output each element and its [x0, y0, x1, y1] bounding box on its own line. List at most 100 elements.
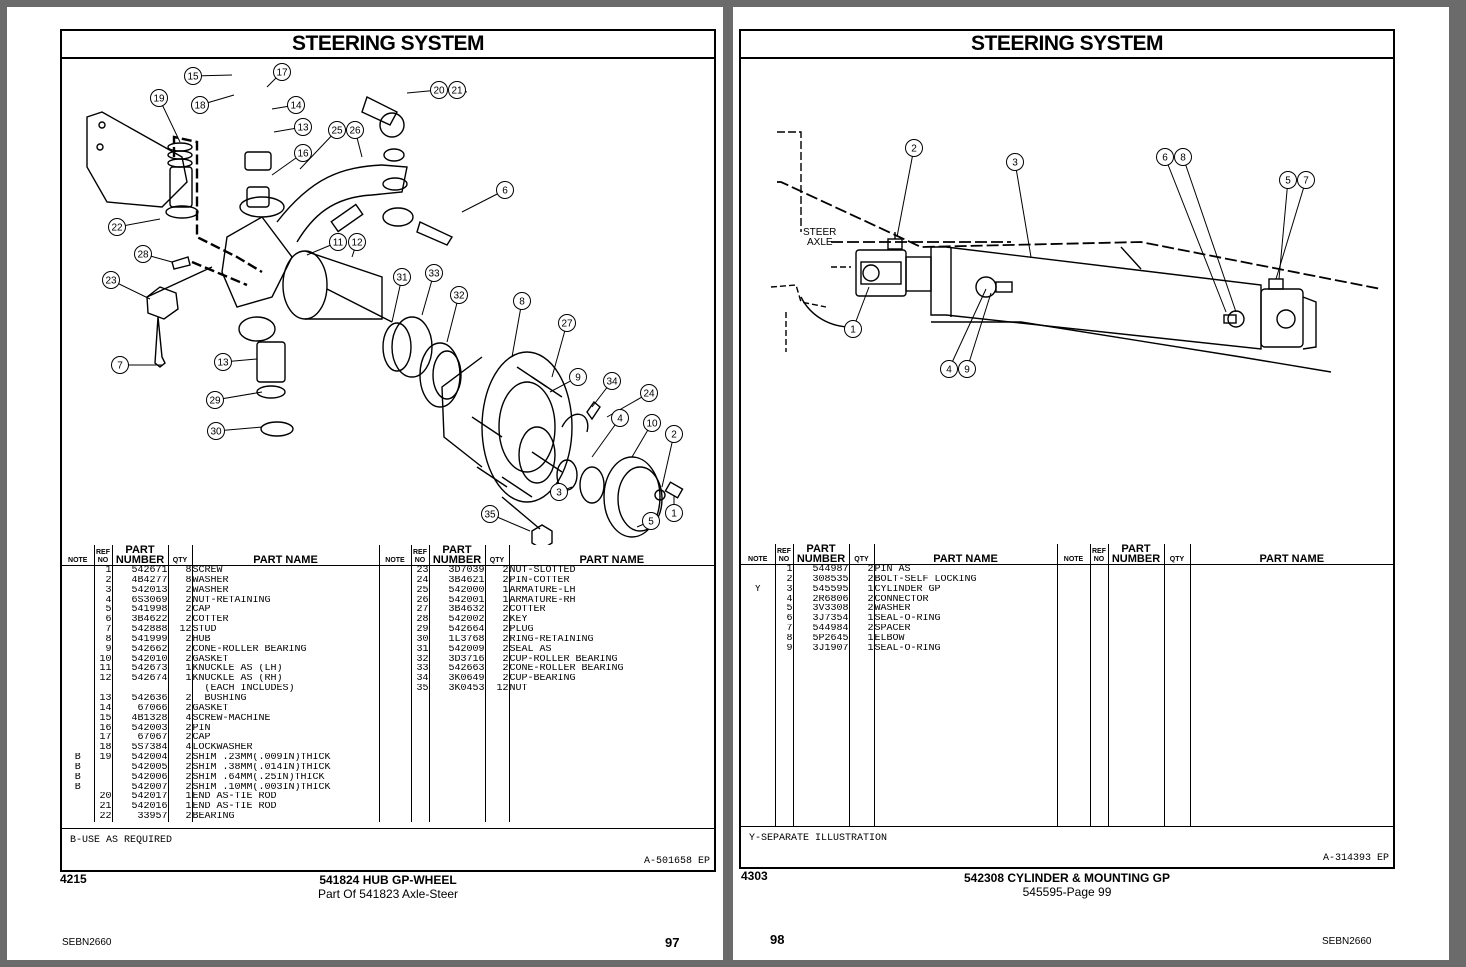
cell-ref-0: 1	[105, 566, 112, 576]
callout-label: 24	[643, 389, 655, 400]
cell-note-18	[62, 743, 94, 753]
callout-32: 32	[446, 286, 468, 343]
cell-qty-0: 2	[867, 565, 874, 575]
cell-qty-3: 2	[185, 595, 192, 606]
callout-18: 18	[191, 94, 235, 114]
cell-name-7: ELBOW	[874, 633, 905, 644]
cell-num-7: 5P2645	[812, 633, 849, 644]
cell-qty-5: 1	[867, 614, 874, 625]
callout-label: 30	[210, 427, 222, 438]
cell-name-12: (EACH INCLUDES)	[192, 684, 295, 694]
callout-26: 26	[346, 121, 364, 158]
page-title: STEERING SYSTEM	[62, 31, 714, 59]
callout-label: 7	[117, 361, 123, 372]
cell-note-15	[62, 714, 94, 724]
cell-note-16	[62, 724, 94, 734]
cell-qty-18: 4	[185, 743, 192, 754]
cell-ref-18: 18	[99, 743, 112, 754]
cell-note-3	[741, 595, 775, 605]
cell-ref-11: 34	[416, 674, 429, 685]
col-ref-label: REF	[777, 548, 791, 555]
cell-qty-7: 2	[185, 634, 192, 645]
callout-9: 9	[958, 292, 992, 378]
callout-20: 20	[406, 81, 448, 99]
cell-num-25: 33957	[137, 812, 168, 822]
callout-4: 4	[591, 409, 629, 458]
hub-exploded-view: 1517181419132526202116622281112233133328…	[86, 63, 684, 545]
callout-label: 3	[556, 488, 562, 499]
callout-label: 12	[351, 238, 363, 249]
cell-num-18: 5S7384	[131, 743, 168, 754]
qty-column-2	[1163, 564, 1190, 826]
callout-7: 7	[111, 356, 162, 374]
cell-name-10: CONE-ROLLER BEARING	[509, 664, 624, 675]
cell-qty-12: 12	[496, 684, 509, 694]
col-number-label-2: NUMBER	[1111, 553, 1161, 565]
cell-note-3	[380, 596, 411, 606]
cell-name-5: KEY	[509, 615, 528, 626]
cell-ref-10: 11	[99, 664, 112, 675]
note-column-2	[1056, 564, 1090, 826]
cell-qty-8: 2	[185, 644, 192, 655]
illustration-ref: A-314393 EP	[1322, 853, 1389, 864]
cell-qty-15: 4	[185, 713, 192, 724]
callout-label: 31	[396, 273, 408, 284]
cell-num-12: 3K0453	[448, 684, 485, 694]
cell-qty-13: 2	[185, 693, 192, 704]
col-part-name-2: PART NAME	[1189, 544, 1393, 565]
callout-2: 2	[661, 425, 683, 488]
cell-note-9	[62, 655, 94, 665]
callout-label: 35	[484, 510, 496, 521]
callout-2: 2	[896, 139, 923, 238]
cell-name-4: WASHER	[874, 604, 911, 615]
cell-num-1: 3B4621	[448, 575, 485, 586]
cell-name-6: PLUG	[509, 625, 534, 635]
callout-31: 31	[391, 268, 411, 323]
cell-note-6	[741, 624, 775, 634]
page-frame: STEERING SYSTEM	[60, 29, 716, 872]
callout-label: 18	[194, 101, 206, 112]
group-number: 4303	[741, 869, 768, 883]
cell-name-0: PIN AS	[874, 565, 911, 575]
cell-ref-12	[95, 684, 112, 694]
cell-qty-6: 2	[502, 625, 509, 635]
cell-name-5: COTTER	[192, 615, 229, 626]
cell-name-16: PIN	[192, 723, 211, 734]
cell-num-4: 3V3308	[812, 604, 849, 615]
callout-29: 29	[206, 391, 263, 409]
cell-num-8: 3J1907	[812, 643, 849, 654]
cell-name-6: STUD	[192, 625, 217, 635]
cell-qty-11: 2	[502, 674, 509, 685]
callout-label: 4	[617, 414, 623, 425]
cell-num-20: 542005	[131, 762, 168, 773]
callout-label: 26	[349, 126, 361, 137]
cell-qty-8: 2	[502, 644, 509, 655]
callout-13: 13	[273, 118, 312, 136]
cell-qty-0: 2	[502, 566, 509, 576]
callout-5: 5	[636, 512, 660, 530]
cell-note-11	[62, 674, 94, 684]
cell-ref-13: 13	[99, 693, 112, 704]
callout-label: 2	[671, 430, 677, 441]
page-title: STEERING SYSTEM	[741, 31, 1393, 59]
cell-num-8: 542662	[131, 644, 168, 655]
callout-label: 1	[671, 509, 677, 520]
cell-ref-11: 12	[99, 674, 112, 685]
callout-6: 6	[461, 181, 514, 213]
cell-note-23	[62, 792, 94, 802]
cell-name-18: LOCKWASHER	[192, 743, 253, 754]
callout-label: 13	[297, 123, 309, 134]
cell-ref-24: 21	[99, 802, 112, 813]
callout-label: 25	[331, 126, 343, 137]
cell-note-7	[62, 635, 94, 645]
